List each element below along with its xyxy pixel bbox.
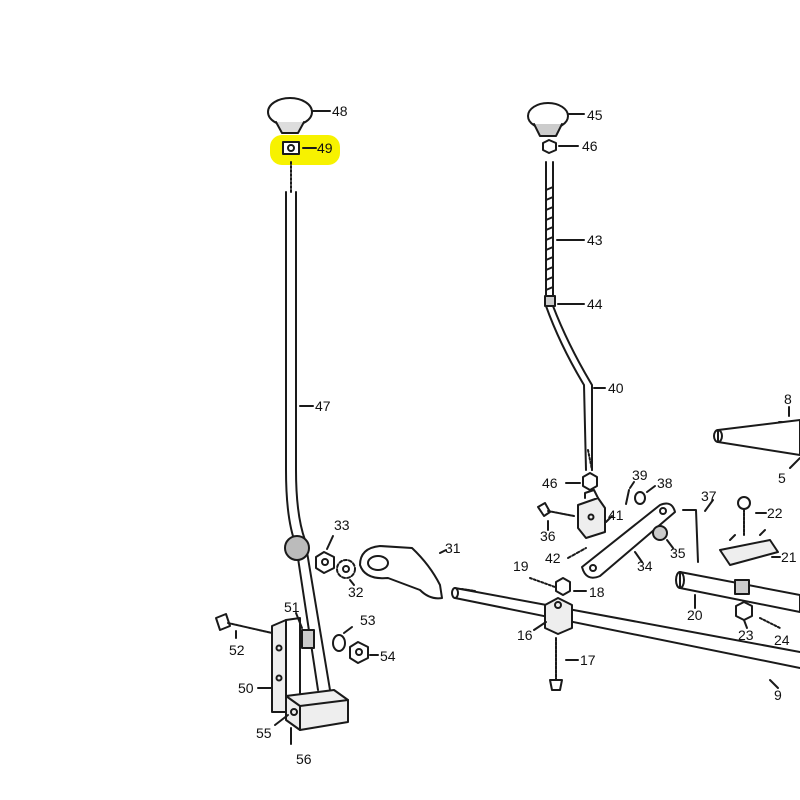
bolt-52 bbox=[215, 613, 273, 639]
spring-43 bbox=[545, 161, 585, 301]
label-56: 56 bbox=[296, 751, 312, 767]
spacer-35 bbox=[652, 525, 674, 549]
label-37: 37 bbox=[701, 488, 717, 504]
label-31: 31 bbox=[445, 540, 461, 556]
label-17: 17 bbox=[580, 652, 596, 668]
lockwasher-32 bbox=[336, 559, 356, 586]
nut-46b bbox=[565, 472, 598, 491]
ball-joint bbox=[284, 535, 310, 561]
collar-44 bbox=[544, 295, 585, 307]
bolt-22 bbox=[737, 496, 767, 536]
nut-23 bbox=[735, 601, 753, 629]
label-55: 55 bbox=[256, 725, 272, 741]
knob-45 bbox=[527, 102, 585, 137]
label-50: 50 bbox=[238, 680, 254, 696]
label-33: 33 bbox=[334, 517, 350, 533]
pin-42 bbox=[567, 547, 587, 559]
label-44: 44 bbox=[587, 296, 603, 312]
fork-41 bbox=[577, 489, 613, 539]
shaft-9 bbox=[451, 587, 800, 689]
lever-rod-40 bbox=[545, 305, 606, 471]
block-16 bbox=[533, 597, 573, 635]
bolt-36 bbox=[537, 502, 575, 531]
pin-19 bbox=[529, 577, 556, 588]
label-41: 41 bbox=[608, 507, 624, 523]
label-36: 36 bbox=[540, 528, 556, 544]
nut-49 bbox=[282, 141, 317, 155]
label-40: 40 bbox=[608, 380, 624, 396]
washer-53 bbox=[332, 626, 353, 652]
washer-38 bbox=[634, 485, 656, 505]
pin-24 bbox=[759, 617, 781, 629]
label-8: 8 bbox=[784, 391, 792, 407]
rod-20 bbox=[675, 571, 800, 613]
label-32: 32 bbox=[348, 584, 364, 600]
label-38: 38 bbox=[657, 475, 673, 491]
label-9: 9 bbox=[774, 687, 782, 703]
label-21: 21 bbox=[781, 549, 797, 565]
label-49: 49 bbox=[317, 140, 333, 156]
label-39: 39 bbox=[632, 467, 648, 483]
label-16: 16 bbox=[517, 627, 533, 643]
bolt-17 bbox=[549, 637, 579, 691]
label-42: 42 bbox=[545, 550, 561, 566]
label-20: 20 bbox=[687, 607, 703, 623]
label-23: 23 bbox=[738, 627, 754, 643]
label-18: 18 bbox=[589, 584, 605, 600]
label-34: 34 bbox=[637, 558, 653, 574]
label-46a: 46 bbox=[582, 138, 598, 154]
fork-21 bbox=[719, 529, 781, 566]
label-51: 51 bbox=[284, 599, 300, 615]
label-35: 35 bbox=[670, 545, 686, 561]
spacer-51 bbox=[295, 612, 315, 649]
label-53: 53 bbox=[360, 612, 376, 628]
shaft-5 bbox=[713, 419, 800, 469]
pin-39 bbox=[625, 481, 635, 505]
nut-54 bbox=[349, 641, 379, 664]
label-45: 45 bbox=[587, 107, 603, 123]
label-52: 52 bbox=[229, 642, 245, 658]
label-22: 22 bbox=[767, 505, 783, 521]
link-34 bbox=[581, 502, 676, 579]
nut-33 bbox=[315, 535, 335, 574]
label-48: 48 bbox=[332, 103, 348, 119]
key-37 bbox=[682, 499, 714, 563]
nut-46a bbox=[542, 139, 579, 154]
nut-18 bbox=[555, 577, 587, 596]
base-block-55 bbox=[274, 689, 349, 731]
label-47: 47 bbox=[315, 398, 331, 414]
label-19: 19 bbox=[513, 558, 529, 574]
knob-48 bbox=[267, 97, 331, 134]
label-24: 24 bbox=[774, 632, 790, 648]
label-43: 43 bbox=[587, 232, 603, 248]
label-54: 54 bbox=[380, 648, 396, 664]
label-5: 5 bbox=[778, 470, 786, 486]
bracket-31 bbox=[359, 545, 447, 600]
label-46b: 46 bbox=[542, 475, 558, 491]
